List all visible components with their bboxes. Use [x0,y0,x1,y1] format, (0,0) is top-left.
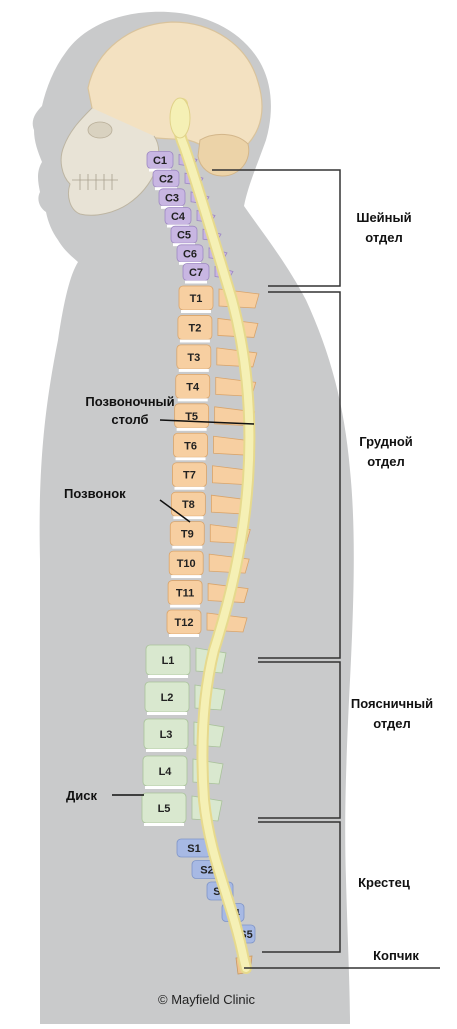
disc-below-t4 [177,398,208,402]
callout-spinal-column-2: столб [111,412,148,427]
vertebra-label-c3: C3 [165,192,179,204]
region-label-thoracic-1: Грудной [359,434,413,449]
disc-below-t8 [173,516,204,520]
vertebra-label-t12: T12 [175,617,194,629]
disc-below-t3 [178,368,209,372]
vertebra-label-t10: T10 [177,558,196,570]
vertebra-label-c4: C4 [171,211,186,223]
vertebra-label-l5: L5 [158,803,171,815]
vertebra-label-t4: T4 [186,381,200,393]
callout-spinal-column-1: Позвоночный [85,394,174,409]
vertebra-label-s2: S2 [200,865,213,877]
disc-below-t9 [172,545,203,549]
credit-text: © Mayfield Clinic [158,992,255,1007]
vertebra-label-l2: L2 [161,692,174,704]
callout-vertebra: Позвонок [64,486,126,501]
vertebra-label-l3: L3 [160,729,173,741]
region-label-coccyx: Копчик [373,948,419,963]
vertebra-label-t7: T7 [183,470,196,482]
region-label-lumbar-1: Поясничный [351,696,433,711]
disc-below-l4 [145,786,185,789]
vertebra-label-t5: T5 [185,411,198,423]
vertebra-label-t8: T8 [182,499,195,511]
region-label-sacrum: Крестец [358,875,410,890]
eye-socket [87,121,113,139]
vertebra-label-t11: T11 [176,588,194,600]
callout-line-spinal-column [159,419,255,425]
vertebra-label-l4: L4 [159,766,173,778]
region-label-cervical-1: Шейный [356,210,411,225]
vertebra-label-c2: C2 [159,174,173,186]
disc-below-t2 [179,339,210,343]
vertebra-label-c7: C7 [189,267,203,279]
disc-below-l5 [144,823,184,826]
vertebra-label-t3: T3 [187,352,200,364]
spinal-cord-core [174,100,254,972]
region-label-cervical-2: отдел [365,230,403,245]
vertebra-label-t9: T9 [181,529,194,541]
bracket-sacrum [258,821,341,953]
vertebra-label-s1: S1 [187,843,200,855]
vertebra-c6 [176,244,204,263]
region-label-lumbar-2: отдел [373,716,411,731]
vertebra-label-t6: T6 [184,440,197,452]
bracket-cervical [212,169,341,287]
vertebra-label-t2: T2 [188,322,201,334]
disc-below-t1 [181,310,211,313]
disc-below-t10 [171,575,202,579]
disc-below-l3 [146,749,186,752]
vertebra-label-l1: L1 [162,655,175,667]
disc-below-t7 [174,486,205,490]
bracket-lumbar [258,661,341,819]
vertebra-label-c1: C1 [153,155,167,167]
disc-below-l2 [147,712,187,715]
callout-disc: Диск [66,788,97,803]
disc-below-l1 [148,675,188,678]
disc-below-t11 [170,604,201,608]
vertebra-label-c6: C6 [183,248,197,260]
region-brackets [212,169,440,969]
disc-below-c7 [185,280,207,284]
cerebellum [197,134,250,177]
vertebrae-layer: C1C2C3C4C5C6C7T1T2T3T4T5T6T7T8T9T10T11T1… [141,151,260,975]
region-label-thoracic-2: отдел [367,454,405,469]
callout-line-vertebra [159,499,191,523]
disc-below-t5 [176,427,207,431]
disc-below-t6 [175,457,206,461]
vertebra-label-t1: T1 [190,293,203,305]
teeth [72,174,118,190]
brainstem [169,97,191,139]
bracket-thoracic [258,291,341,659]
vertebra-label-c5: C5 [177,230,191,242]
disc-below-t12 [169,634,199,637]
